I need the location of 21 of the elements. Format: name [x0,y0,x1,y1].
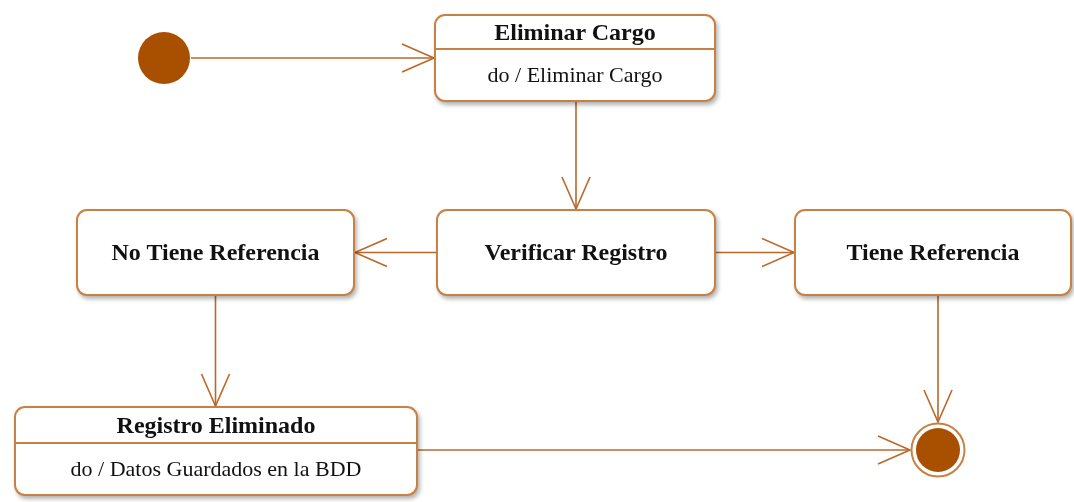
transition-arrow [561,101,591,210]
state-box [794,209,1072,296]
state-activity: do / Datos Guardados en la BDD [16,442,416,494]
state-name: Eliminar Cargo [493,18,657,47]
state-box [434,14,716,102]
state-box [436,209,716,296]
transition-arrow [417,435,911,465]
transition-arrow [190,43,435,73]
final-state-symbol [910,422,966,478]
state-name: No Tiene Referencia [110,238,321,267]
state-activity: do / Eliminar Cargo [436,48,714,100]
state-box [76,209,355,296]
transition-arrow [715,237,795,268]
transition-arrow [200,295,231,407]
initial-state-dot [137,31,191,85]
state-name: Verificar Registro [483,238,669,267]
state-box [14,406,418,496]
state-name: Registro Eliminado [115,411,317,440]
transition-arrow [354,237,437,268]
state-name: Tiene Referencia [845,238,1021,267]
transition-arrow [923,295,953,423]
